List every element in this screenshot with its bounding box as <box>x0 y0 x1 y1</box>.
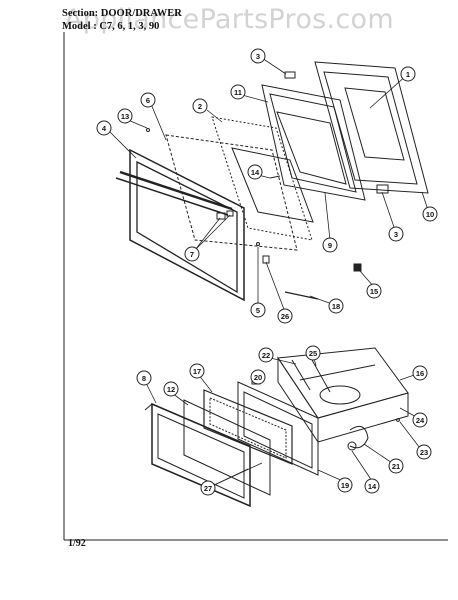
callout-2: 2 <box>192 98 208 114</box>
svg-text:5: 5 <box>256 306 260 315</box>
svg-text:18: 18 <box>332 302 340 311</box>
svg-text:14: 14 <box>368 482 377 491</box>
hinge-clip-bottom <box>376 184 389 194</box>
callout-22: 22 <box>258 347 274 363</box>
callout-14-bottom: 14 <box>364 478 380 494</box>
svg-text:7: 7 <box>190 250 194 259</box>
svg-text:21: 21 <box>392 462 400 471</box>
page-number: 1/92 <box>68 538 86 549</box>
callout-18: 18 <box>328 298 344 314</box>
callout-21: 21 <box>388 458 404 474</box>
callout-13: 13 <box>117 108 133 124</box>
callout-12: 12 <box>163 381 179 397</box>
screw-part <box>146 128 150 132</box>
svg-text:11: 11 <box>234 88 242 97</box>
watermark: AppliancePartsPros.com <box>64 4 394 35</box>
callout-20: 20 <box>250 369 266 385</box>
diagram-header: Section: DOOR/DRAWER Model : C7, 6, 1, 3… <box>62 7 182 33</box>
callout-26: 26 <box>277 308 293 324</box>
door-glass-panel <box>211 116 314 241</box>
model-row: Model : C7, 6, 1, 3, 90 <box>62 20 182 33</box>
svg-text:6: 6 <box>146 96 150 105</box>
svg-text:15: 15 <box>370 287 378 296</box>
callout-24: 24 <box>412 412 428 428</box>
svg-text:1: 1 <box>406 70 410 79</box>
svg-text:12: 12 <box>167 385 175 394</box>
drawer-rail <box>311 359 331 393</box>
callout-16: 16 <box>412 365 428 381</box>
callout-3-bottom: 3 <box>388 226 404 242</box>
svg-text:14: 14 <box>251 168 260 177</box>
drawer-screw <box>396 418 400 422</box>
drawer-front <box>144 402 251 508</box>
svg-text:17: 17 <box>193 367 201 376</box>
svg-text:3: 3 <box>394 230 398 239</box>
drawer-back-panel <box>237 381 319 476</box>
svg-text:26: 26 <box>281 312 289 321</box>
outer-door <box>115 148 245 302</box>
callout-27: 27 <box>200 480 216 496</box>
door-screw <box>256 242 260 246</box>
svg-text:24: 24 <box>416 416 425 425</box>
svg-text:2: 2 <box>198 102 202 111</box>
door-rod <box>284 291 319 300</box>
callout-11: 11 <box>230 84 246 100</box>
callout-25: 25 <box>305 345 321 361</box>
callout-19: 19 <box>337 477 353 493</box>
callout-8: 8 <box>136 370 152 386</box>
hinge-clip-top <box>284 71 296 79</box>
svg-text:23: 23 <box>420 448 428 457</box>
drawer-inner-panel <box>183 399 271 496</box>
svg-text:25: 25 <box>309 349 317 358</box>
drawer-liner <box>203 389 293 465</box>
svg-text:4: 4 <box>102 124 107 133</box>
drawer-roller <box>347 441 357 451</box>
section-value: DOOR/DRAWER <box>100 8 182 19</box>
callout-10: 10 <box>422 206 438 222</box>
svg-text:3: 3 <box>256 52 260 61</box>
door-frame <box>261 84 366 201</box>
svg-text:9: 9 <box>328 241 332 250</box>
svg-text:19: 19 <box>341 481 349 490</box>
svg-text:27: 27 <box>204 484 212 493</box>
callout-17: 17 <box>189 363 205 379</box>
callout-15: 15 <box>366 283 382 299</box>
door-switch-part <box>353 263 362 272</box>
section-row: Section: DOOR/DRAWER <box>62 7 182 20</box>
callout-1: 1 <box>400 66 416 82</box>
svg-text:16: 16 <box>416 369 424 378</box>
callout-23: 23 <box>416 444 432 460</box>
door-inner-panel <box>314 61 429 194</box>
callout-6: 6 <box>140 92 156 108</box>
callout-9: 9 <box>322 237 338 253</box>
svg-text:22: 22 <box>262 351 270 360</box>
drawer-glide <box>291 359 311 391</box>
svg-text:8: 8 <box>142 374 146 383</box>
section-label: Section: <box>62 8 99 19</box>
svg-text:10: 10 <box>426 210 434 219</box>
callout-3-top: 3 <box>250 48 266 64</box>
drawer-body <box>277 347 409 444</box>
glass-clip <box>269 175 281 179</box>
callout-5: 5 <box>250 302 266 318</box>
door-bracket <box>262 255 270 264</box>
drawer-roller-bracket <box>349 425 369 449</box>
svg-text:13: 13 <box>121 112 129 121</box>
callout-4: 4 <box>96 120 112 136</box>
callout-14-top: 14 <box>247 164 263 180</box>
callout-7: 7 <box>184 246 200 262</box>
svg-text:20: 20 <box>254 373 262 382</box>
model-value: C7, 6, 1, 3, 90 <box>99 21 160 32</box>
model-label: Model : <box>62 21 97 32</box>
door-insulation <box>165 134 298 251</box>
